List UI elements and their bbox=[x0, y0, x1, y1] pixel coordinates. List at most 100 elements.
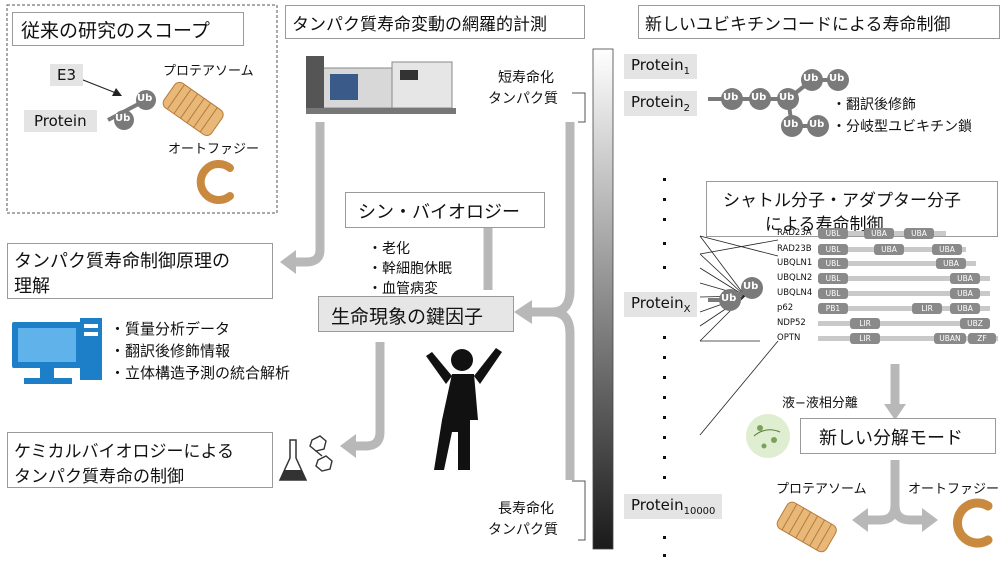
analysis-item-2: ・翻訳後修飾情報 bbox=[110, 342, 231, 360]
shuttle-domain-7-2: ZF bbox=[968, 333, 996, 344]
long-bracket bbox=[572, 480, 586, 541]
shuttle-domain-0-0: UBL bbox=[818, 228, 848, 239]
shuttle-name-7: OPTN bbox=[777, 333, 801, 343]
ub-p2-3: Ub bbox=[779, 92, 795, 103]
right-title-box: 新しいユビキチンコードによる寿命制御 bbox=[638, 5, 1000, 39]
ub-p2-4: Ub bbox=[803, 73, 819, 84]
shuttle-domain-1-1: UBA bbox=[874, 244, 904, 255]
ub-p2-6: Ub bbox=[783, 119, 799, 130]
ptm-label: ・翻訳後修飾 bbox=[832, 97, 916, 113]
shuttle-bar-7 bbox=[818, 336, 998, 341]
protein-1-tag: Protein1 bbox=[624, 54, 697, 79]
shuttle-domain-4-1: UBA bbox=[950, 288, 980, 299]
shuttle-domain-3-1: UBA bbox=[950, 273, 980, 284]
short-lifespan-line1: 短寿命化 bbox=[498, 70, 554, 86]
shuttle-box: シャトル分子・アダプター分子 による寿命制御 bbox=[706, 181, 998, 237]
right-title: 新しいユビキチンコードによる寿命制御 bbox=[645, 15, 951, 35]
shuttle-domain-0-1: UBA bbox=[864, 228, 894, 239]
shuttle-domain-6-0: LIR bbox=[850, 318, 880, 329]
shuttle-line2: による寿命制御 bbox=[765, 215, 884, 235]
scope-dashed-box bbox=[6, 4, 278, 214]
long-lifespan-line1: 長寿命化 bbox=[498, 501, 554, 517]
lifespan-gradient-bar bbox=[592, 48, 614, 550]
chem-box: ケミカルバイオロジーによる タンパク質寿命の制御 bbox=[7, 432, 273, 488]
short-bracket bbox=[572, 92, 586, 123]
principle-line2: 理解 bbox=[14, 276, 50, 297]
protein-2-tag: Protein2 bbox=[624, 91, 697, 116]
analysis-item-1: ・質量分析データ bbox=[110, 320, 231, 338]
e3-label: E3 bbox=[50, 64, 84, 86]
shuttle-bar-4 bbox=[818, 291, 990, 296]
shuttle-bar-5 bbox=[818, 306, 990, 311]
branched-chain-label: ・分岐型ユビキチン鎖 bbox=[832, 119, 972, 135]
new-mode-title: 新しい分解モード bbox=[819, 428, 963, 449]
chem-line2: タンパク質寿命の制御 bbox=[14, 467, 184, 487]
shuttle-domain-4-0: UBL bbox=[818, 288, 848, 299]
fork-to-autophagy bbox=[890, 504, 922, 525]
syn-biology-title: シン・バイオロジー bbox=[358, 202, 520, 223]
shuttle-bar-6 bbox=[818, 321, 990, 326]
new-mode-box: 新しい分解モード bbox=[800, 418, 996, 454]
right-proteasome: プロテアソーム bbox=[776, 482, 867, 497]
shuttle-name-2: UBQLN1 bbox=[777, 258, 813, 268]
measure-to-principle-arrow bbox=[296, 122, 325, 267]
key-factor-title: 生命現象の鍵因子 bbox=[331, 306, 484, 328]
scope-title: 従来の研究のスコープ bbox=[21, 20, 210, 42]
key-to-chem-arrow bbox=[356, 342, 385, 451]
scope-proteasome: プロテアソーム bbox=[163, 64, 254, 79]
shuttle-name-0: RAD23A bbox=[777, 228, 812, 238]
shuttle-domain-1-2: UBA bbox=[932, 244, 962, 255]
center-title: タンパク質寿命変動の網羅的計測 bbox=[292, 15, 547, 35]
shuttle-bar-3 bbox=[818, 276, 990, 281]
protein-x-tag: ProteinX bbox=[624, 292, 698, 317]
ub-p2-1: Ub bbox=[723, 92, 739, 103]
ub-p2-5: Ub bbox=[829, 73, 845, 84]
shuttle-domain-5-2: UBA bbox=[950, 303, 980, 314]
ub-px-1: Ub bbox=[721, 293, 737, 304]
shuttle-name-6: NDP52 bbox=[777, 318, 806, 328]
key-factor-box: 生命現象の鍵因子 bbox=[318, 296, 514, 332]
syn-item-2: ・幹細胞休眠 bbox=[368, 261, 452, 277]
chem-line1: ケミカルバイオロジーによる bbox=[14, 442, 234, 462]
shuttle-name-1: RAD23B bbox=[777, 244, 812, 254]
ub-px-2: Ub bbox=[743, 281, 759, 292]
shuttle-domain-3-0: UBL bbox=[818, 273, 848, 284]
ub-p2-7: Ub bbox=[809, 119, 825, 130]
short-lifespan-line2: タンパク質 bbox=[488, 91, 558, 107]
key-factor-arrowhead bbox=[514, 300, 532, 324]
principle-line1: タンパク質寿命制御原理の bbox=[14, 251, 230, 272]
shuttle-domain-2-1: UBA bbox=[936, 258, 966, 269]
principle-box: タンパク質寿命制御原理の 理解 bbox=[7, 243, 273, 299]
syn-item-3: ・血管病変 bbox=[368, 281, 438, 297]
shuttle-domain-7-0: LIR bbox=[850, 333, 880, 344]
shuttle-domain-6-1: UBZ bbox=[960, 318, 990, 329]
shuttle-name-3: UBQLN2 bbox=[777, 273, 813, 283]
shuttle-domain-2-0: UBL bbox=[818, 258, 848, 269]
analysis-item-3: ・立体構造予測の統合解析 bbox=[110, 364, 291, 382]
protein-10000-tag: Protein10000 bbox=[624, 494, 723, 519]
shuttle-bar-2 bbox=[818, 261, 976, 266]
ub-1: Ub bbox=[115, 113, 131, 124]
long-lifespan-line2: タンパク質 bbox=[488, 522, 558, 538]
llps-label: 液−液相分離 bbox=[782, 396, 858, 411]
shuttle-domain-5-0: PB1 bbox=[818, 303, 848, 314]
syn-item-1: ・老化 bbox=[368, 241, 410, 257]
ub-2: Ub bbox=[137, 93, 153, 104]
ub-p2-2: Ub bbox=[751, 92, 767, 103]
shuttle-name-5: p62 bbox=[777, 303, 794, 313]
protein-label: Protein bbox=[24, 110, 97, 132]
shuttle-domain-7-1: UBAN bbox=[934, 333, 966, 344]
scope-autophagy: オートファジー bbox=[168, 142, 260, 157]
shuttle-domain-0-2: UBA bbox=[904, 228, 934, 239]
bracket-long-arrow bbox=[551, 307, 575, 480]
